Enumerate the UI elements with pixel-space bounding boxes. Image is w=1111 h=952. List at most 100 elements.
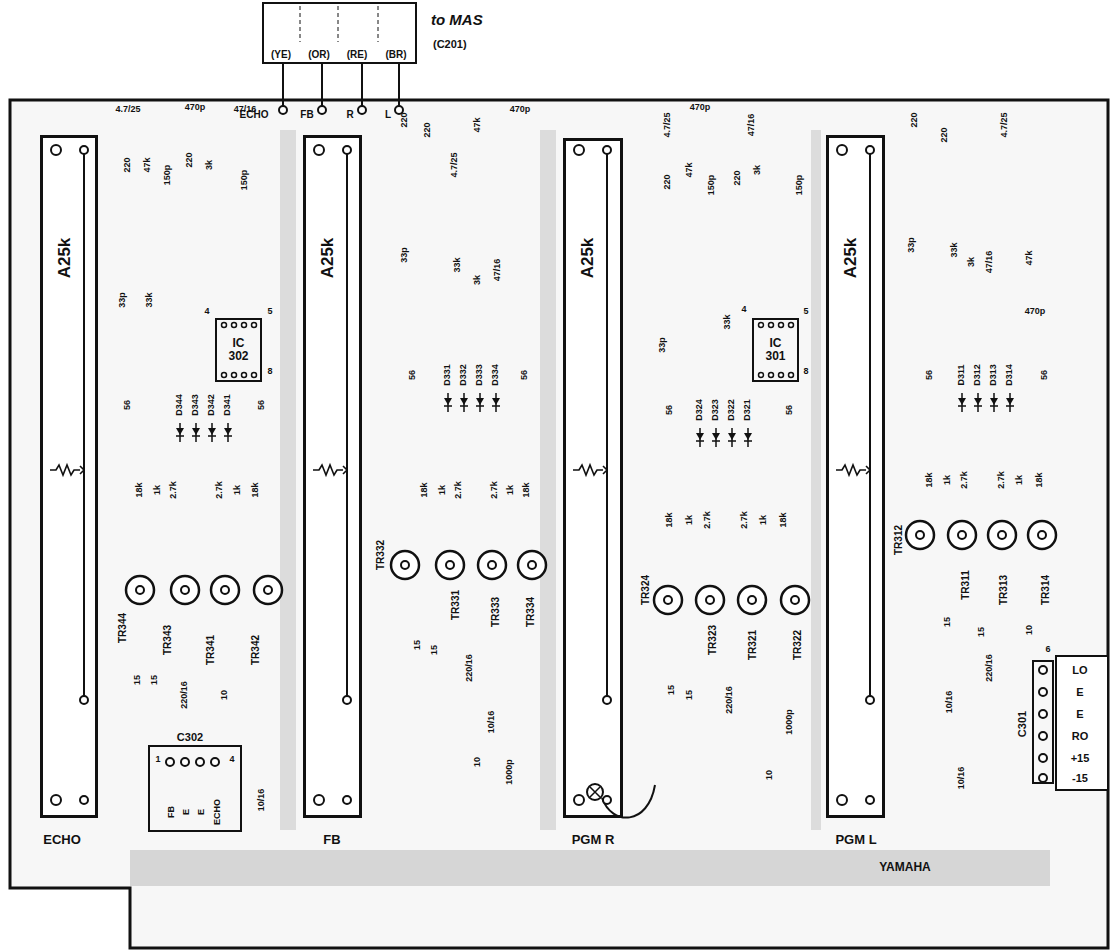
fader-wiper (343, 466, 347, 474)
component-label: 33k (145, 292, 155, 307)
component-label: 56 (257, 400, 267, 410)
component-label: D342 (207, 394, 217, 416)
pin-divider (338, 6, 339, 42)
fader-body (826, 135, 885, 818)
component-label: 2.7k (997, 471, 1007, 489)
component-label: 47k (473, 117, 483, 132)
component-label: 1k (943, 475, 953, 485)
component-label: D344 (175, 394, 185, 416)
component-label: TR324 (640, 575, 651, 605)
ic-chip: IC 301 (752, 318, 799, 382)
transistor-pad (1038, 531, 1046, 539)
transistor-pad (998, 531, 1006, 539)
fader-slot (606, 150, 608, 700)
component-label: 18k (779, 512, 789, 527)
transistor-symbol (211, 576, 239, 604)
component-label: 220 (400, 112, 410, 127)
component-label: YAMAHA (879, 861, 931, 874)
solder-pad (314, 145, 324, 155)
solder-pad (866, 696, 874, 704)
transistor-symbol (988, 521, 1016, 549)
component-label: 4 (229, 755, 234, 765)
component-label: 56 (520, 370, 530, 380)
transistor-symbol (738, 586, 766, 614)
fader-wiper (573, 465, 603, 475)
component-label: 1k (506, 485, 516, 495)
fader-body (563, 138, 623, 818)
component-label: 1k (438, 485, 448, 495)
transistor-symbol (654, 586, 682, 614)
part-label: C302 (177, 731, 203, 743)
transistor-pad (488, 561, 496, 569)
ic-pin (232, 323, 237, 328)
wire (398, 64, 400, 106)
component-label: TR343 (162, 625, 173, 655)
component-label: TR322 (792, 630, 803, 660)
ic-pin (252, 373, 257, 378)
component-label: 47/16 (234, 105, 257, 115)
solder-pad (603, 796, 611, 804)
header-pin (166, 758, 174, 766)
component-label: 5 (803, 307, 808, 317)
ic-pin (222, 323, 227, 328)
header-pin (181, 758, 189, 766)
fader-wiper (603, 466, 607, 474)
connector-title: (C201) (433, 38, 467, 50)
solder-pad (343, 146, 351, 154)
component-label: 2.7k (490, 481, 500, 499)
component-label: -15 (1072, 772, 1088, 784)
component-label: 18k (925, 472, 935, 487)
transistor-pad (916, 531, 924, 539)
component-artwork (50, 145, 1056, 805)
component-label: 33p (658, 337, 668, 353)
connector-title: to MAS (431, 12, 483, 29)
component-label: 1k (759, 515, 769, 525)
diode-lead (192, 423, 200, 442)
component-label: TR341 (205, 635, 216, 665)
pin-header: C302 (148, 745, 242, 832)
ic-pin (759, 323, 764, 328)
component-label: ECHO (213, 799, 223, 825)
component-label: TR312 (893, 525, 904, 555)
copper-trace (540, 130, 556, 830)
solder-pad (343, 796, 351, 804)
fader-pot: A25k (826, 135, 885, 818)
component-label: TR313 (998, 575, 1009, 605)
wire (361, 64, 363, 106)
component-label: 56 (925, 370, 935, 380)
component-label: 8 (267, 367, 272, 377)
ic-pin (222, 373, 227, 378)
component-label: RO (1072, 730, 1089, 742)
component-label: 15 (977, 627, 987, 637)
transistor-pad (221, 586, 229, 594)
component-label: 56 (123, 400, 133, 410)
component-label: (OR) (308, 49, 330, 60)
transistor-pad (958, 531, 966, 539)
pin-divider (300, 6, 301, 42)
component-label: PGM R (572, 833, 615, 847)
component-label: TR311 (960, 570, 971, 599)
transistor-pad (136, 586, 144, 594)
diode-lead (224, 423, 232, 442)
ic-pin (789, 373, 794, 378)
transistor-pad (446, 561, 454, 569)
component-label: 10 (1025, 625, 1035, 635)
component-label: 2.7k (740, 511, 750, 529)
component-label: 15 (685, 690, 695, 700)
solder-pad (318, 106, 326, 114)
part-label: C301 (1016, 711, 1028, 737)
transistor-pad (748, 596, 756, 604)
component-label: 220/16 (465, 654, 475, 682)
transistor-symbol (171, 576, 199, 604)
fader-slot (83, 150, 85, 700)
fader-wiper (313, 465, 343, 475)
fader-wiper (866, 466, 870, 474)
component-label: 220/16 (725, 686, 735, 714)
component-label: 47/16 (747, 114, 757, 137)
part-label: A25k (56, 238, 75, 279)
ic-pin (242, 373, 247, 378)
component-label: 4 (204, 307, 209, 317)
connector-bracket (1056, 656, 1108, 790)
component-label: 33k (950, 242, 960, 257)
diode-lead (460, 393, 468, 412)
